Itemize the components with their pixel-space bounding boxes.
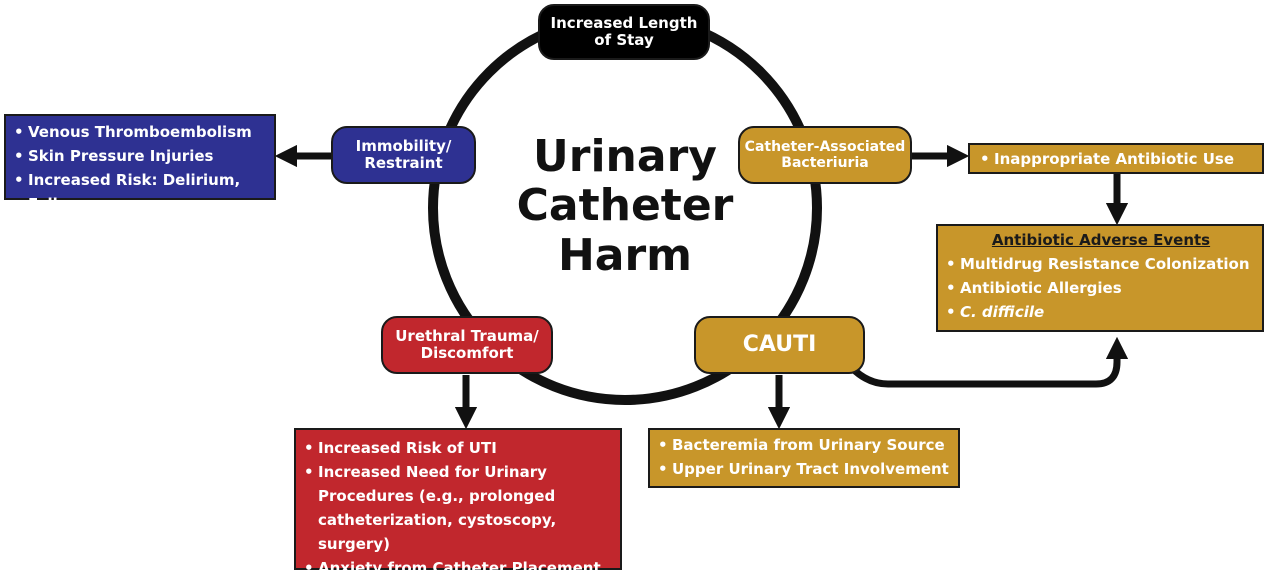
arrow-cauti-to-adverse-events <box>849 336 1129 388</box>
box-antibiotic-use: Inappropriate Antibiotic Use <box>968 143 1264 174</box>
list-item: Increased Need for Urinary Procedures (e… <box>304 460 614 556</box>
list-item: Bacteremia from Urinary Source <box>658 433 954 457</box>
box-cauti-effects: Bacteremia from Urinary Source Upper Uri… <box>648 428 960 488</box>
node-length-of-stay-line-2: of Stay <box>594 31 654 49</box>
node-cauti: CAUTI <box>694 316 865 374</box>
list-item: Increased Risk: Delirium, Falls <box>14 168 270 216</box>
list-item: Antibiotic Allergies <box>946 276 1256 300</box>
box-antibiotic-adverse-events: Antibiotic Adverse Events Multidrug Resi… <box>936 224 1264 332</box>
node-bacteriuria-line-1: Catheter-Associated <box>744 138 906 155</box>
node-catheter-associated-bacteriuria: Catheter-Associated Bacteriuria <box>738 126 912 184</box>
node-urethral-line-2: Discomfort <box>420 344 514 362</box>
center-title-line-3: Harm <box>557 229 693 281</box>
box-immobility-effects: Venous Thromboembolism Skin Pressure Inj… <box>4 114 276 213</box>
list-item: Multidrug Resistance Colonization <box>946 252 1256 276</box>
box-urethral-effects: Increased Risk of UTI Increased Need for… <box>294 428 622 580</box>
list-item: Inappropriate Antibiotic Use <box>980 147 1258 171</box>
node-length-of-stay: Increased Length of Stay <box>538 4 710 60</box>
antibiotic-adverse-title: Antibiotic Adverse Events <box>991 231 1211 249</box>
node-immobility-restraint: Immobility/ Restraint <box>331 126 476 184</box>
list-item: C. difficile <box>946 300 1256 324</box>
center-title-line-1: Urinary <box>533 131 717 182</box>
node-immobility-line-1: Immobility/ <box>355 136 452 155</box>
node-immobility-line-2: Restraint <box>364 154 443 172</box>
node-bacteriuria-line-2: Bacteriuria <box>781 155 869 171</box>
diagram-center-title: Urinary Catheter Harm <box>490 132 760 280</box>
list-item: Upper Urinary Tract Involvement <box>658 457 954 481</box>
node-length-of-stay-line-1: Increased Length <box>550 13 698 32</box>
node-cauti-label: CAUTI <box>742 332 817 358</box>
node-urethral-trauma: Urethral Trauma/ Discomfort <box>381 316 553 374</box>
list-item: Skin Pressure Injuries <box>14 144 270 168</box>
list-item: Anxiety from Catheter Placement <box>304 556 614 580</box>
center-title-line-2: Catheter <box>516 180 734 232</box>
list-item: Venous Thromboembolism <box>14 120 270 144</box>
node-urethral-line-1: Urethral Trauma/ <box>395 326 539 345</box>
list-item: Increased Risk of UTI <box>304 436 614 460</box>
